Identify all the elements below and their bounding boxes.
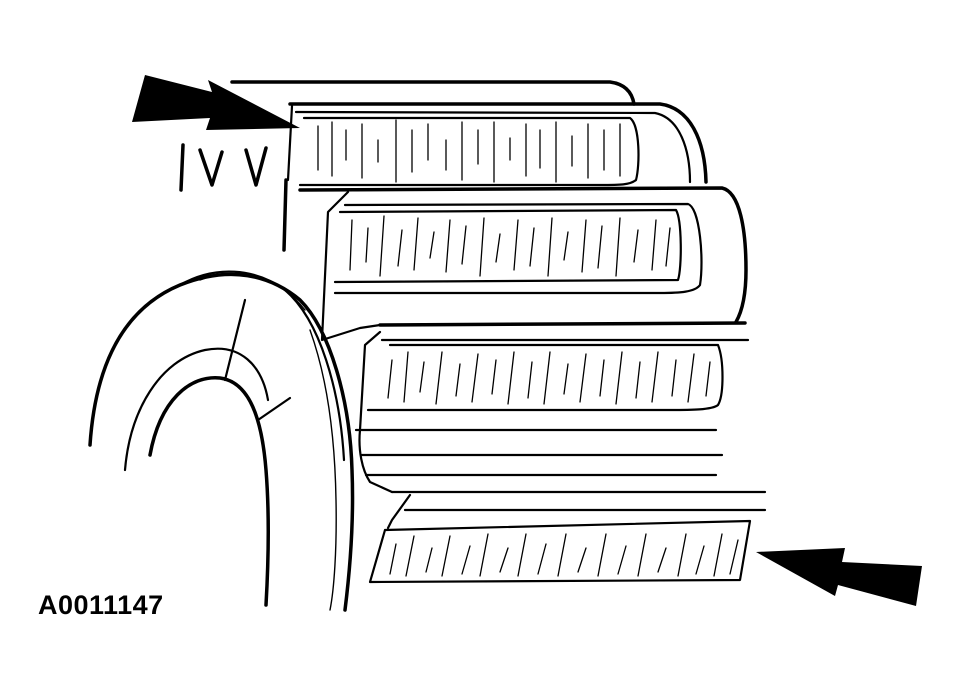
- third-ring-texture: [387, 351, 711, 405]
- ring-gap-marks: [179, 143, 268, 192]
- second-ring: [282, 178, 748, 342]
- housing-ring: [88, 270, 355, 612]
- top-ring: [230, 80, 708, 187]
- bottom-ring-texture: [389, 533, 739, 577]
- top-ring-texture: [317, 119, 621, 183]
- third-ring: [358, 321, 750, 432]
- bottom-ring: [368, 490, 767, 584]
- second-ring-texture: [349, 215, 671, 277]
- arrow-upper-left: [132, 75, 300, 130]
- arrow-lower-right: [756, 548, 922, 606]
- figure-id-label: A0011147: [38, 590, 164, 620]
- piston-body: [354, 428, 724, 494]
